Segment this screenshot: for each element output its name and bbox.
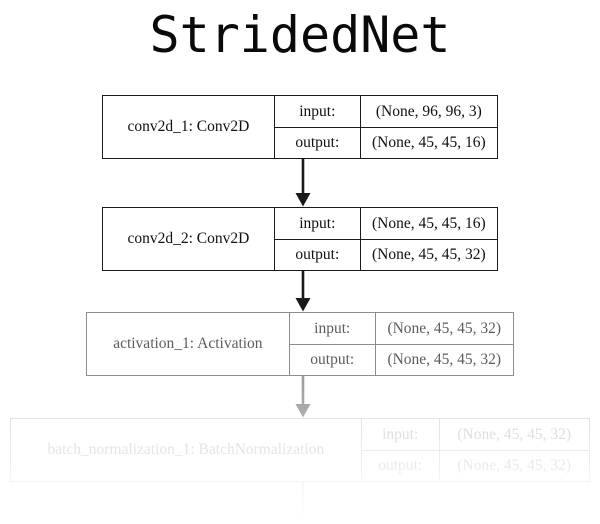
layer-input-row-activation-1: input: (None, 45, 45, 32) xyxy=(290,313,513,344)
input-shape-activation-1: (None, 45, 45, 32) xyxy=(374,313,513,344)
output-label: output: xyxy=(295,246,340,263)
input-label: input: xyxy=(299,214,336,232)
arrow-activation-1-to-batchnorm-1 xyxy=(295,376,311,418)
arrow-conv2d-2-to-activation-1 xyxy=(295,271,311,312)
input-shape-batchnorm-1: (None, 45, 45, 32) xyxy=(438,419,589,450)
output-shape-conv2d-2: (None, 45, 45, 32) xyxy=(359,240,497,270)
input-label: input: xyxy=(299,102,336,120)
layer-output-row-conv2d-2: output: (None, 45, 45, 32) xyxy=(274,239,497,270)
input-label: input: xyxy=(314,319,351,337)
layer-name-activation-1: activation_1: Activation xyxy=(113,335,263,352)
input-shape-conv2d-1: (None, 96, 96, 3) xyxy=(359,96,497,127)
layer-io-table-conv2d-2: input: (None, 45, 45, 16) output: (None,… xyxy=(273,208,497,270)
output-shape-conv2d-1: (None, 45, 45, 16) xyxy=(359,128,497,158)
output-label: output: xyxy=(295,134,340,151)
output-label: output: xyxy=(378,457,423,474)
arrow-conv2d-1-to-conv2d-2 xyxy=(295,159,311,207)
layer-node-conv2d-1[interactable]: conv2d_1: Conv2D input: (None, 96, 96, 3… xyxy=(102,95,498,159)
input-shape-conv2d-2: (None, 45, 45, 16) xyxy=(359,208,497,239)
layer-node-batchnorm-1[interactable]: batch_normalization_1: BatchNormalizatio… xyxy=(10,418,590,482)
page-title: StridedNet xyxy=(149,6,451,64)
layer-io-table-activation-1: input: (None, 45, 45, 32) output: (None,… xyxy=(288,313,513,375)
layer-output-row-activation-1: output: (None, 45, 45, 32) xyxy=(289,344,513,375)
layer-node-activation-1[interactable]: activation_1: Activation input: (None, 4… xyxy=(86,312,514,376)
layer-name-conv2d-1: conv2d_1: Conv2D xyxy=(127,118,250,135)
output-label: output: xyxy=(310,351,355,368)
output-shape-batchnorm-1: (None, 45, 45, 32) xyxy=(438,451,589,481)
layer-output-row-batchnorm-1: output: (None, 45, 45, 32) xyxy=(361,450,589,481)
layer-input-row-conv2d-1: input: (None, 96, 96, 3) xyxy=(275,96,497,127)
layer-name-conv2d-2: conv2d_2: Conv2D xyxy=(127,230,250,247)
layer-node-conv2d-2[interactable]: conv2d_2: Conv2D input: (None, 45, 45, 1… xyxy=(102,207,498,271)
layer-io-table-conv2d-1: input: (None, 96, 96, 3) output: (None, … xyxy=(273,96,497,158)
layer-input-row-conv2d-2: input: (None, 45, 45, 16) xyxy=(275,208,497,239)
layer-name-batchnorm-1: batch_normalization_1: BatchNormalizatio… xyxy=(47,441,325,458)
layer-output-row-conv2d-1: output: (None, 45, 45, 16) xyxy=(274,127,497,158)
layer-input-row-batchnorm-1: input: (None, 45, 45, 32) xyxy=(362,419,589,450)
output-shape-activation-1: (None, 45, 45, 32) xyxy=(374,345,513,375)
layer-io-table-batchnorm-1: input: (None, 45, 45, 32) output: (None,… xyxy=(360,419,589,481)
input-label: input: xyxy=(382,425,419,443)
